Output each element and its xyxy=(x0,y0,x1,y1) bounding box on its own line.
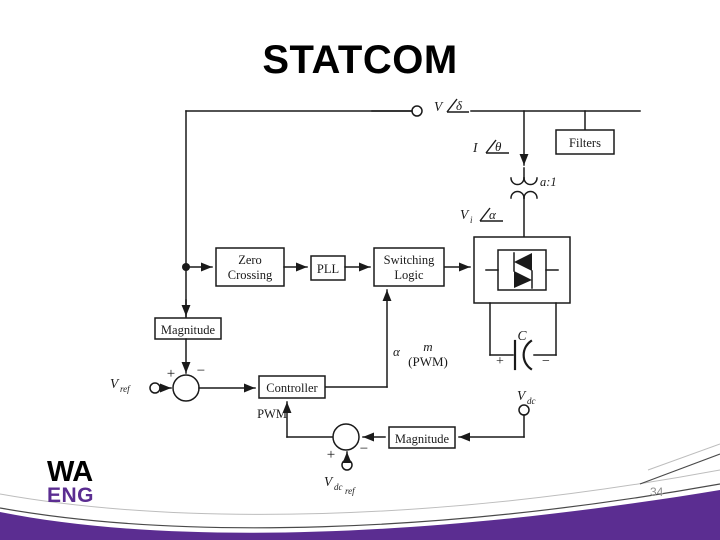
pll-box xyxy=(310,255,346,281)
svg-text:θ: θ xyxy=(495,139,502,154)
capacitor-label: C xyxy=(517,328,527,343)
sum-dc-plus-sign: + xyxy=(327,447,335,463)
switching-logic-label-line2: Logic xyxy=(394,268,424,282)
magnitude-dc-box xyxy=(388,426,456,449)
vref-label: V ref xyxy=(110,376,131,394)
swoosh-line-1 xyxy=(0,483,720,529)
vi-angle-alpha-label: V i α xyxy=(460,207,503,225)
converter-thyristor-upper xyxy=(513,252,532,272)
svg-text:i: i xyxy=(470,215,473,225)
terminal-vref-circle xyxy=(149,382,161,394)
svg-text:V: V xyxy=(517,388,527,403)
pwm-parenthetical-label: (PWM) xyxy=(408,354,448,369)
capacitor-plus-label: + xyxy=(496,354,504,369)
alpha-label: α xyxy=(393,344,401,359)
i-angle-theta-label: I θ xyxy=(472,139,509,155)
svg-text:δ: δ xyxy=(456,98,463,113)
filters-label: Filters xyxy=(569,136,601,150)
organization-logo: WA ENG xyxy=(47,456,95,507)
pwm-label: PWM xyxy=(257,407,287,421)
zero-crossing-label-line2: Crossing xyxy=(228,268,273,282)
magnitude-dc-label: Magnitude xyxy=(395,432,450,446)
m-label: m xyxy=(423,339,432,354)
v-angle-delta-label: V δ xyxy=(434,98,469,114)
svg-text:V: V xyxy=(110,376,120,391)
terminal-v-circle xyxy=(411,105,423,117)
terminal-vdc-circle xyxy=(518,404,530,416)
sum-ac-minus-sign: − xyxy=(197,363,205,379)
capacitor-minus-label: − xyxy=(542,354,550,369)
magnitude-ac-box xyxy=(154,317,222,340)
switching-logic-box xyxy=(373,247,445,287)
svg-text:α: α xyxy=(489,207,497,222)
svg-text:V: V xyxy=(434,99,444,114)
controller-label: Controller xyxy=(266,381,318,395)
pll-label: PLL xyxy=(317,262,339,276)
converter-thyristor-lower xyxy=(514,270,533,289)
svg-text:V: V xyxy=(324,474,334,489)
svg-text:I: I xyxy=(472,140,479,155)
logo-line-2: ENG xyxy=(47,484,95,507)
switching-logic-label-line1: Switching xyxy=(384,253,435,267)
svg-text:V: V xyxy=(460,207,470,222)
capacitor-symbol xyxy=(513,339,533,371)
sum-dc-minus-sign: − xyxy=(360,441,368,457)
controller-box xyxy=(258,375,326,399)
logo-line-1: WA xyxy=(47,456,93,488)
purple-band xyxy=(0,490,720,540)
swoosh-line-4 xyxy=(647,443,720,471)
summing-junction-dc xyxy=(332,423,360,451)
svg-text:ref: ref xyxy=(345,486,356,496)
magnitude-ac-label: Magnitude xyxy=(161,323,216,337)
swoosh-line-2 xyxy=(0,469,720,515)
svg-text:dc: dc xyxy=(527,396,536,406)
sum-ac-plus-sign: + xyxy=(167,366,175,382)
vdc-label: V dc xyxy=(517,388,536,406)
page-number: 34 xyxy=(650,485,664,499)
turns-ratio-label: a:1 xyxy=(540,175,557,189)
slide-footer-decoration xyxy=(0,443,720,540)
page-title: STATCOM xyxy=(262,38,458,82)
zero-crossing-label-line1: Zero xyxy=(238,253,262,267)
zero-crossing-box xyxy=(215,247,285,287)
transformer-symbol xyxy=(510,167,538,238)
swoosh-line-3 xyxy=(639,453,720,485)
filters-box xyxy=(555,129,615,155)
svg-text:dc: dc xyxy=(334,482,343,492)
summing-junction-ac xyxy=(172,374,200,402)
svg-text:ref: ref xyxy=(120,384,131,394)
vdcref-label: V dc ref xyxy=(324,474,356,496)
